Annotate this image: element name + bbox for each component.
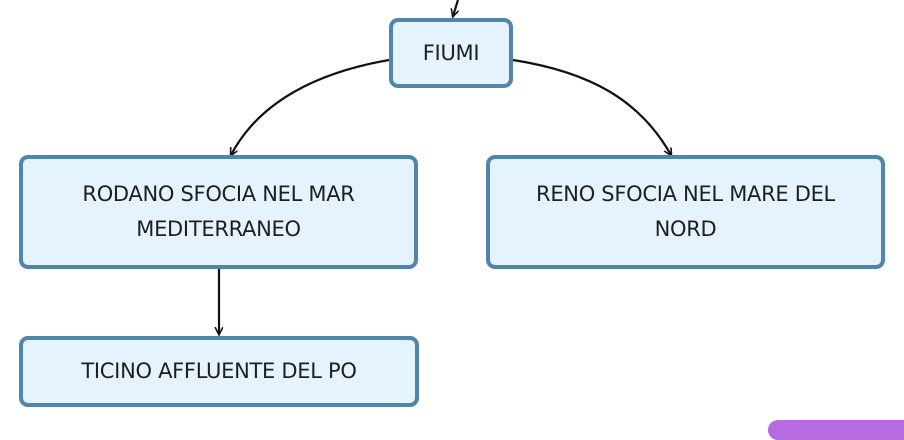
connector-fiumi-reno (512, 58, 671, 155)
node-reno[interactable]: RENO SFOCIA NEL MARE DEL NORD (486, 155, 885, 269)
corner-badge[interactable] (768, 420, 904, 440)
connector-fiumi-rodano (231, 58, 390, 155)
node-ticino[interactable]: TICINO AFFLUENTE DEL PO (19, 336, 419, 407)
incoming-connector (453, 0, 460, 16)
node-fiumi[interactable]: FIUMI (389, 18, 513, 88)
node-reno-label: RENO SFOCIA NEL MARE DEL NORD (536, 182, 835, 241)
node-ticino-label: TICINO AFFLUENTE DEL PO (81, 359, 357, 383)
connectors-layer (0, 0, 904, 425)
node-fiumi-label: FIUMI (422, 40, 480, 65)
node-rodano[interactable]: RODANO SFOCIA NEL MAR MEDITERRANEO (19, 155, 418, 269)
node-rodano-label: RODANO SFOCIA NEL MAR MEDITERRANEO (82, 182, 355, 241)
